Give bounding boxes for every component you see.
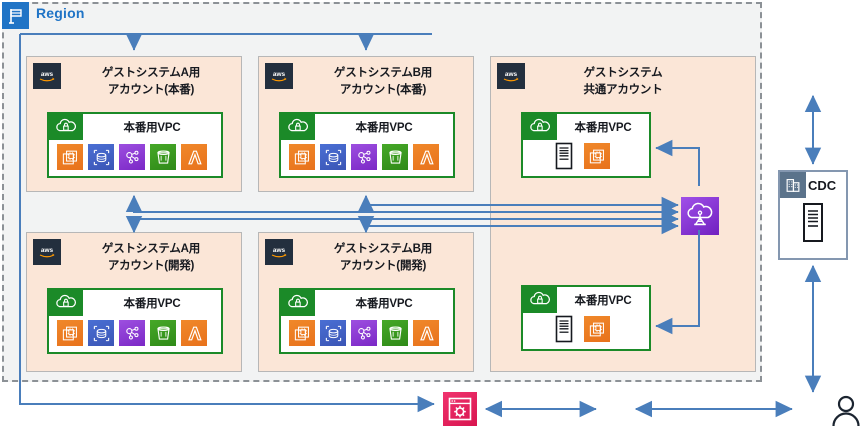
account-title: ゲストシステムB用 アカウント(開発) xyxy=(299,241,467,274)
server-icon xyxy=(800,202,826,249)
svg-text:aws: aws xyxy=(273,247,286,254)
cdc-body xyxy=(780,202,846,249)
cdc-title: CDC xyxy=(808,178,837,193)
svg-text:aws: aws xyxy=(505,71,518,78)
lambda-icon xyxy=(413,144,439,170)
vpc-label: 本番用VPC xyxy=(355,298,413,310)
vpc-label: 本番用VPC xyxy=(123,298,181,310)
account-guest-common[interactable]: aws ゲストシステム 共通アカウント 本番用VPC xyxy=(490,56,756,372)
server-icon xyxy=(553,314,575,344)
vpc-label: 本番用VPC xyxy=(574,122,632,134)
account-title-line2: アカウント(開発) xyxy=(339,259,427,272)
ec2-icon xyxy=(289,320,315,346)
sns-icon xyxy=(119,144,145,170)
region-label: Region xyxy=(36,5,85,21)
vpc-cloud-icon xyxy=(523,287,557,313)
user-icon[interactable] xyxy=(828,392,864,428)
corporate-data-center-icon xyxy=(780,172,806,198)
vpc-guest-b-prod[interactable]: 本番用VPC xyxy=(279,112,455,178)
sns-icon xyxy=(351,144,377,170)
server-icon xyxy=(553,141,575,171)
aws-logo-icon: aws xyxy=(265,63,293,89)
account-title: ゲストシステム 共通アカウント xyxy=(535,65,711,98)
aws-logo-icon: aws xyxy=(33,239,61,265)
aws-logo-icon: aws xyxy=(33,63,61,89)
account-title-line2: アカウント(開発) xyxy=(107,259,195,272)
s3-bucket-icon xyxy=(382,320,408,346)
vpc-guest-a-dev[interactable]: 本番用VPC xyxy=(47,288,223,354)
vpc-label: 本番用VPC xyxy=(574,295,632,307)
sns-icon xyxy=(351,320,377,346)
vpc-label: 本番用VPC xyxy=(355,122,413,134)
vpc-cloud-icon xyxy=(49,290,83,316)
account-title-line1: ゲストシステムB用 xyxy=(333,67,433,79)
s3-bucket-icon xyxy=(150,144,176,170)
vpc-cloud-icon xyxy=(281,290,315,316)
account-title: ゲストシステムA用 アカウント(開発) xyxy=(67,241,235,274)
svg-text:aws: aws xyxy=(41,71,54,78)
account-title-line2: 共通アカウント xyxy=(583,83,663,96)
svg-text:aws: aws xyxy=(41,247,54,254)
vpc-label: 本番用VPC xyxy=(123,122,181,134)
region-flag-icon xyxy=(2,2,29,29)
account-guest-a-prod[interactable]: aws ゲストシステムA用 アカウント(本番) 本番用VPC xyxy=(26,56,242,192)
vpc-guest-b-dev[interactable]: 本番用VPC xyxy=(279,288,455,354)
ec2-icon xyxy=(57,320,83,346)
sns-icon xyxy=(119,320,145,346)
cdc-box[interactable]: CDC xyxy=(778,170,848,260)
account-title-line2: アカウント(本番) xyxy=(107,83,195,96)
account-guest-a-dev[interactable]: aws ゲストシステムA用 アカウント(開発) 本番用VPC xyxy=(26,232,242,372)
svg-text:aws: aws xyxy=(273,71,286,78)
account-guest-b-prod[interactable]: aws ゲストシステムB用 アカウント(本番) 本番用VPC xyxy=(258,56,474,192)
vpc-guest-a-prod[interactable]: 本番用VPC xyxy=(47,112,223,178)
database-icon xyxy=(88,144,114,170)
aws-logo-icon: aws xyxy=(265,239,293,265)
lambda-icon xyxy=(181,320,207,346)
database-icon xyxy=(320,144,346,170)
lambda-icon xyxy=(413,320,439,346)
account-title: ゲストシステムB用 アカウント(本番) xyxy=(299,65,467,98)
lambda-icon xyxy=(181,144,207,170)
account-title: ゲストシステムA用 アカウント(本番) xyxy=(67,65,235,98)
account-title-line1: ゲストシステムA用 xyxy=(101,243,201,255)
account-title-line1: ゲストシステムA用 xyxy=(101,67,201,79)
ec2-icon xyxy=(584,316,610,342)
account-title-line1: ゲストシステム xyxy=(583,67,663,79)
management-console-icon[interactable] xyxy=(443,392,477,426)
vpc-cloud-icon xyxy=(523,114,557,140)
vpc-cloud-icon xyxy=(281,114,315,140)
database-icon xyxy=(88,320,114,346)
account-title-line1: ゲストシステムB用 xyxy=(333,243,433,255)
vpc-common-top[interactable]: 本番用VPC xyxy=(521,112,651,178)
vpc-common-bottom[interactable]: 本番用VPC xyxy=(521,285,651,351)
account-guest-b-dev[interactable]: aws ゲストシステムB用 アカウント(開発) 本番用VPC xyxy=(258,232,474,372)
ec2-icon xyxy=(57,144,83,170)
ec2-icon xyxy=(584,143,610,169)
account-title-line2: アカウント(本番) xyxy=(339,83,427,96)
aws-logo-icon: aws xyxy=(497,63,525,89)
s3-bucket-icon xyxy=(382,144,408,170)
vpc-cloud-icon xyxy=(49,114,83,140)
s3-bucket-icon xyxy=(150,320,176,346)
database-icon xyxy=(320,320,346,346)
transit-gateway-icon[interactable] xyxy=(681,197,719,235)
ec2-icon xyxy=(289,144,315,170)
